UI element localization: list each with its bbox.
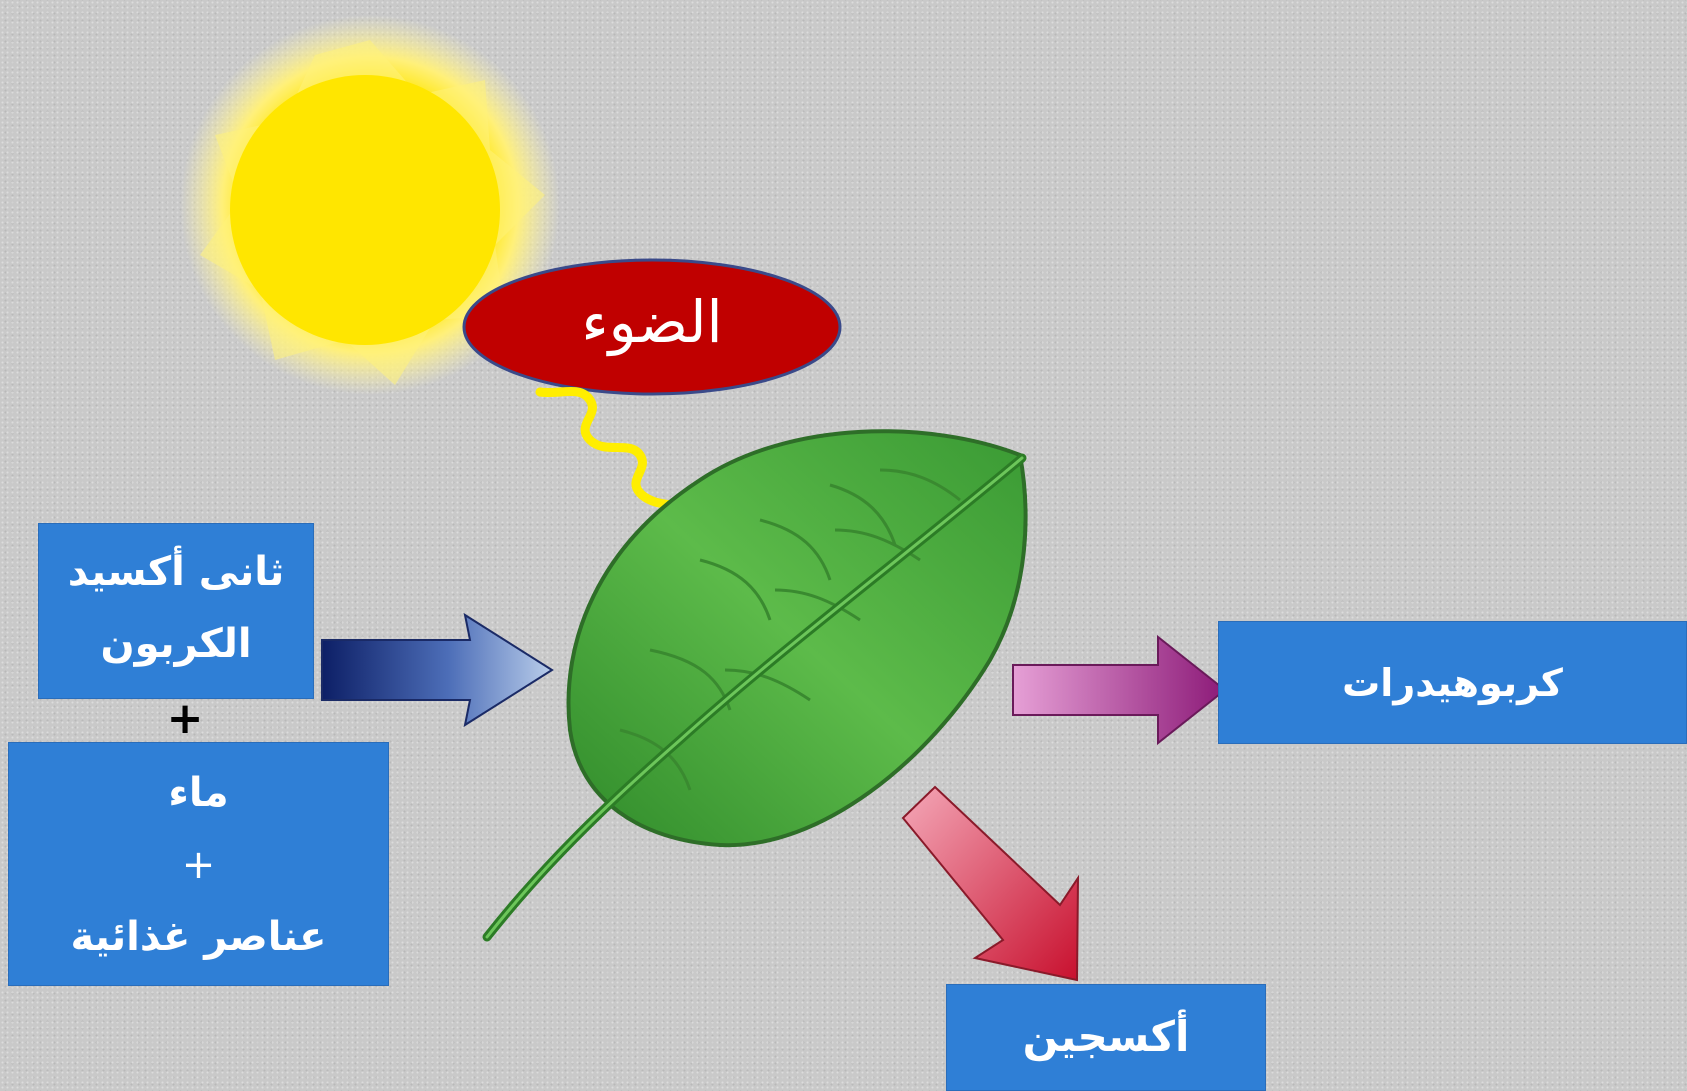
carbohydrates-arrow xyxy=(1012,634,1227,746)
leaf-icon xyxy=(482,429,1028,942)
carbon-dioxide-box: ثانى أكسيد الكربون xyxy=(38,523,314,699)
input-arrow xyxy=(321,612,554,728)
sun-icon xyxy=(180,15,560,395)
oxygen-label: أكسجين xyxy=(1022,1012,1190,1061)
water-label: ماء xyxy=(168,770,229,816)
oxygen-arrow xyxy=(901,785,1080,982)
inner-plus-sign: + xyxy=(181,842,216,888)
co2-line-2: الكربون xyxy=(100,621,252,667)
water-nutrients-box: ماء + عناصر غذائية xyxy=(8,742,389,986)
light-label: الضوء xyxy=(581,288,723,356)
plus-sign: + xyxy=(166,693,204,744)
carbohydrates-box: كربوهيدرات xyxy=(1218,621,1687,744)
light-ellipse xyxy=(462,258,842,396)
oxygen-box: أكسجين xyxy=(946,984,1266,1091)
nutrients-label: عناصر غذائية xyxy=(70,914,327,960)
co2-line-1: ثانى أكسيد xyxy=(67,549,285,595)
carbohydrates-label: كربوهيدرات xyxy=(1342,661,1563,705)
